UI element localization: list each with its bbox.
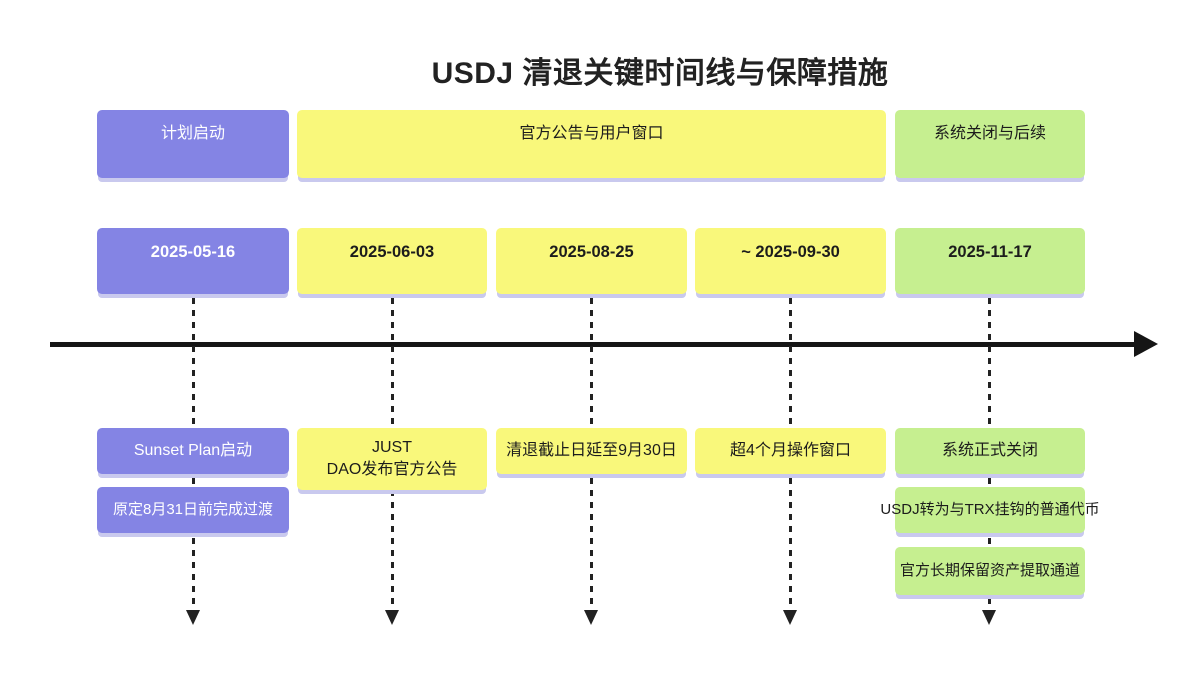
event-box-just-dao-announcement: JUST DAO发布官方公告: [297, 428, 487, 490]
connector-arrowhead-icon-2: [385, 610, 399, 625]
connector-arrowhead-icon-4: [783, 610, 797, 625]
event-box-usdj-trx-peg: USDJ转为与TRX挂钩的普通代币: [880, 487, 1100, 533]
date-box-2025-11-17: 2025-11-17: [895, 228, 1085, 294]
page-title: USDJ 清退关键时间线与保障措施: [431, 57, 889, 90]
event-box-deadline-extended: 清退截止日延至9月30日: [496, 428, 687, 474]
event-box-sunset-plan-start: Sunset Plan启动: [97, 428, 289, 474]
date-box-2025-05-16: 2025-05-16: [97, 228, 289, 294]
phase-box-announcement-window: 官方公告与用户窗口: [297, 110, 886, 178]
event-box-operation-window: 超4个月操作窗口: [695, 428, 886, 474]
date-box-2025-08-25: 2025-08-25: [496, 228, 687, 294]
timeline-axis: [50, 342, 1138, 347]
connector-arrowhead-icon-3: [584, 610, 598, 625]
date-box-2025-09-30: ~ 2025-09-30: [695, 228, 886, 294]
connector-arrowhead-icon-1: [186, 610, 200, 625]
event-box-withdrawal-channel: 官方长期保留资产提取通道: [895, 547, 1085, 595]
connector-arrowhead-icon-5: [982, 610, 996, 625]
event-box-original-transition-deadline: 原定8月31日前完成过渡: [97, 487, 289, 533]
event-box-system-shutdown: 系统正式关闭: [895, 428, 1085, 474]
date-box-2025-06-03: 2025-06-03: [297, 228, 487, 294]
phase-box-shutdown-followup: 系统关闭与后续: [895, 110, 1085, 178]
timeline-arrowhead-icon: [1134, 331, 1158, 357]
phase-box-plan-launch: 计划启动: [97, 110, 289, 178]
